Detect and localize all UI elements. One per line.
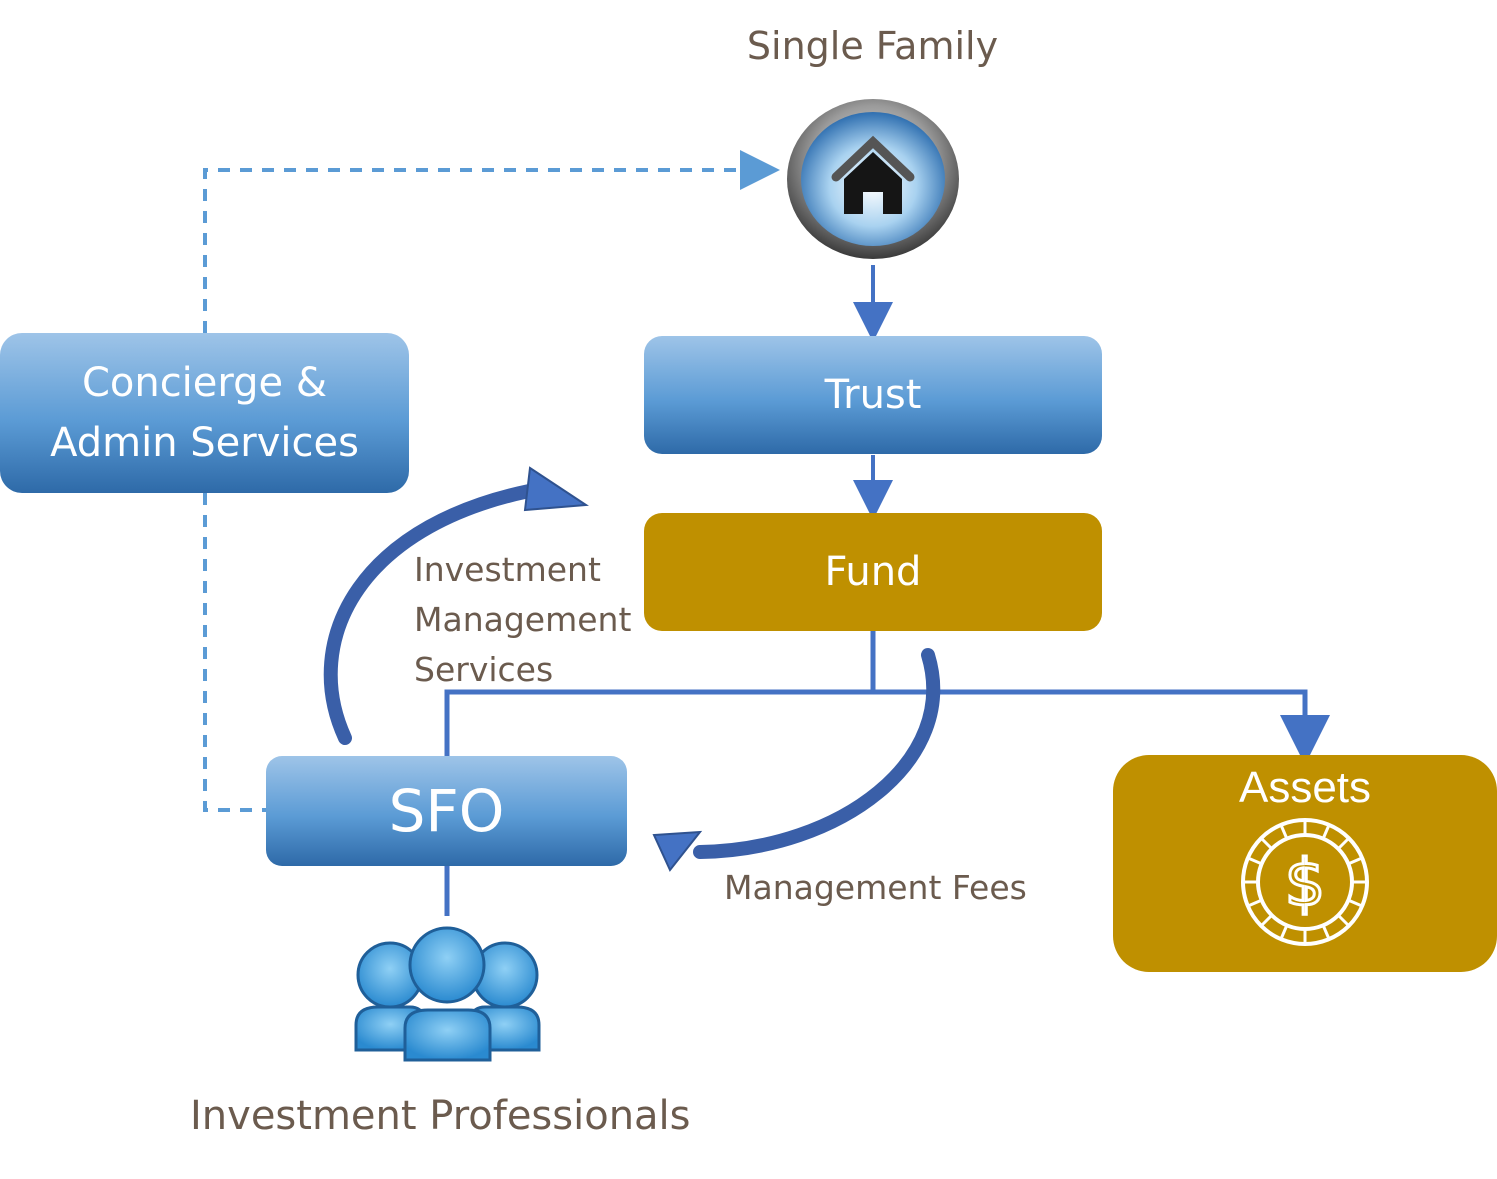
concierge-label-line2: Admin Services (50, 420, 359, 466)
investment-services-line1: Investment (414, 550, 601, 589)
trust-box[interactable]: Trust (644, 336, 1102, 454)
sfo-box[interactable]: SFO (266, 756, 627, 866)
investment-services-label: Investment Management Services (414, 545, 631, 695)
assets-box[interactable]: Assets $ (1113, 755, 1497, 972)
investment-services-line2: Management (414, 600, 632, 639)
family-title: Single Family (746, 24, 999, 68)
curved-arrow-investment-services-head (523, 466, 589, 512)
dashed-connector-concierge-family (203, 150, 780, 333)
dollar-coin-icon: $ (1241, 818, 1369, 946)
investment-services-line3: Services (414, 650, 554, 689)
management-fees-label: Management Fees (724, 868, 1027, 907)
people-group-icon (350, 925, 545, 1065)
dashed-connector-concierge-sfo (203, 493, 266, 812)
fund-box[interactable]: Fund (644, 513, 1102, 631)
house-icon (786, 97, 960, 261)
investment-professionals-label: Investment Professionals (190, 1093, 691, 1139)
fund-label: Fund (824, 549, 922, 595)
trust-label: Trust (824, 372, 922, 418)
concierge-label-line1: Concierge & (81, 360, 328, 406)
concierge-admin-services-box[interactable]: Concierge & Admin Services (0, 333, 409, 493)
connector-fund-sfo (444, 689, 873, 756)
assets-label: Assets (1238, 763, 1372, 812)
connector-fund-assets (873, 689, 1330, 765)
curved-arrow-investment-services (323, 481, 552, 745)
curved-arrow-management-fees-head (652, 830, 703, 872)
curved-arrow-management-fees (693, 648, 941, 859)
svg-text:$: $ (1285, 847, 1326, 921)
sfo-label: SFO (388, 777, 505, 845)
